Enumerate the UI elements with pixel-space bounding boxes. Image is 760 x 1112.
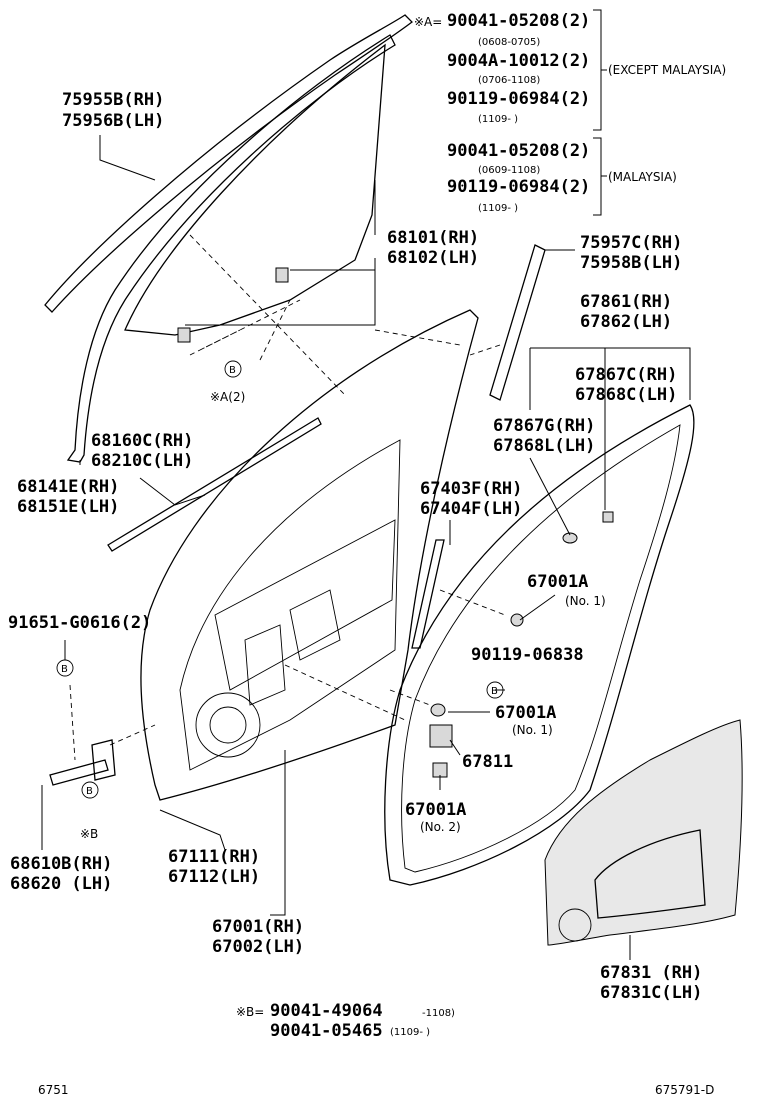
label-a2-date: (0706-1108) [478, 75, 540, 86]
label-67868c: 67868C(LH) [575, 385, 677, 405]
label-67867g: 67867G(RH) [493, 416, 595, 436]
front-door-glass-run [44, 14, 413, 463]
label-c2: 90041-05465 [270, 1021, 383, 1041]
label-no1-b: (No. 1) [512, 723, 553, 737]
callout-b-circle-1 [224, 360, 242, 378]
malaysia-bracket [593, 137, 607, 216]
label-b2-date: (1109- ) [478, 203, 518, 214]
label-note-b: ※B [80, 827, 98, 841]
label-68151e: 68151E(LH) [17, 497, 119, 517]
footer-left: 6751 [38, 1083, 69, 1097]
label-75956b: 75956B(LH) [62, 111, 164, 131]
label-67404f: 67404F(LH) [420, 499, 522, 519]
label-a3: 90119-06984(2) [447, 89, 590, 109]
label-67112: 67112(LH) [168, 867, 260, 887]
label-75957c: 75957C(RH) [580, 233, 682, 253]
label-c1: 90041-49064 [270, 1001, 383, 1021]
label-67868l: 67868L(LH) [493, 436, 595, 456]
label-75958b: 75958B(LH) [580, 253, 682, 273]
except-malaysia-bracket [593, 9, 607, 131]
label-67831c: 67831C(LH) [600, 983, 702, 1003]
label-91651: 91651-G0616(2) [8, 613, 151, 633]
note-b-prefix: ※B= [236, 1005, 264, 1019]
footer-right: 675791-D [655, 1083, 714, 1097]
label-c1-date: -1108) [422, 1008, 455, 1019]
callout-b-circle-3 [486, 681, 504, 699]
label-a3-date: (1109- ) [478, 114, 518, 125]
rear-lower-run [489, 244, 546, 401]
label-67001a-no2: 67001A [405, 800, 466, 820]
callout-b-text-2: B [61, 664, 68, 675]
belt-moulding-outer [107, 417, 322, 552]
label-no2: (No. 2) [420, 820, 461, 834]
label-except-malaysia: (EXCEPT MALAYSIA) [608, 63, 726, 77]
label-68210c: 68210C(LH) [91, 451, 193, 471]
label-67111: 67111(RH) [168, 847, 260, 867]
label-68620: 68620 (LH) [10, 874, 112, 894]
label-68610b: 68610B(RH) [10, 854, 112, 874]
label-no1: (No. 1) [565, 594, 606, 608]
callout-b-text-3: B [491, 686, 498, 697]
label-b1-date: (0609-1108) [478, 165, 540, 176]
label-68160c: 68160C(RH) [91, 431, 193, 451]
label-67403f: 67403F(RH) [420, 479, 522, 499]
leader-lines [41, 135, 691, 960]
door-check [49, 739, 116, 786]
clips [411, 511, 614, 778]
callout-b-circle-4 [81, 781, 99, 799]
label-malaysia: (MALAYSIA) [608, 170, 677, 184]
label-75955b: 75955B(RH) [62, 90, 164, 110]
label-68102: 68102(LH) [387, 248, 479, 268]
callout-b-text-4: B [86, 786, 93, 797]
label-68141e: 68141E(RH) [17, 477, 119, 497]
label-b1: 90041-05208(2) [447, 141, 590, 161]
callout-a2: ※A(2) [210, 390, 245, 404]
label-67001a-no1: 67001A [527, 572, 588, 592]
label-a1: 90041-05208(2) [447, 11, 590, 31]
callout-b-text-1: B [229, 365, 236, 376]
label-67001a-no1-b: 67001A [495, 703, 556, 723]
label-a2: 9004A-10012(2) [447, 51, 590, 71]
door-glass [124, 43, 386, 361]
label-67861: 67861(RH) [580, 292, 672, 312]
door-weatherstrip [384, 404, 695, 886]
label-67862: 67862(LH) [580, 312, 672, 332]
label-68101: 68101(RH) [387, 228, 479, 248]
label-c2-date: (1109- ) [390, 1027, 430, 1038]
label-67811: 67811 [462, 752, 513, 772]
label-b2: 90119-06984(2) [447, 177, 590, 197]
label-a1-date: (0608-0705) [478, 37, 540, 48]
label-67867c: 67867C(RH) [575, 365, 677, 385]
label-67831: 67831 (RH) [600, 963, 702, 983]
label-90119-06838: 90119-06838 [471, 645, 584, 665]
service-hole-cover [544, 719, 743, 946]
label-67001: 67001(RH) [212, 917, 304, 937]
note-a-prefix: ※A= [414, 15, 442, 29]
label-67002: 67002(LH) [212, 937, 304, 957]
callout-b-circle-2 [56, 659, 74, 677]
door-panel [140, 309, 479, 801]
